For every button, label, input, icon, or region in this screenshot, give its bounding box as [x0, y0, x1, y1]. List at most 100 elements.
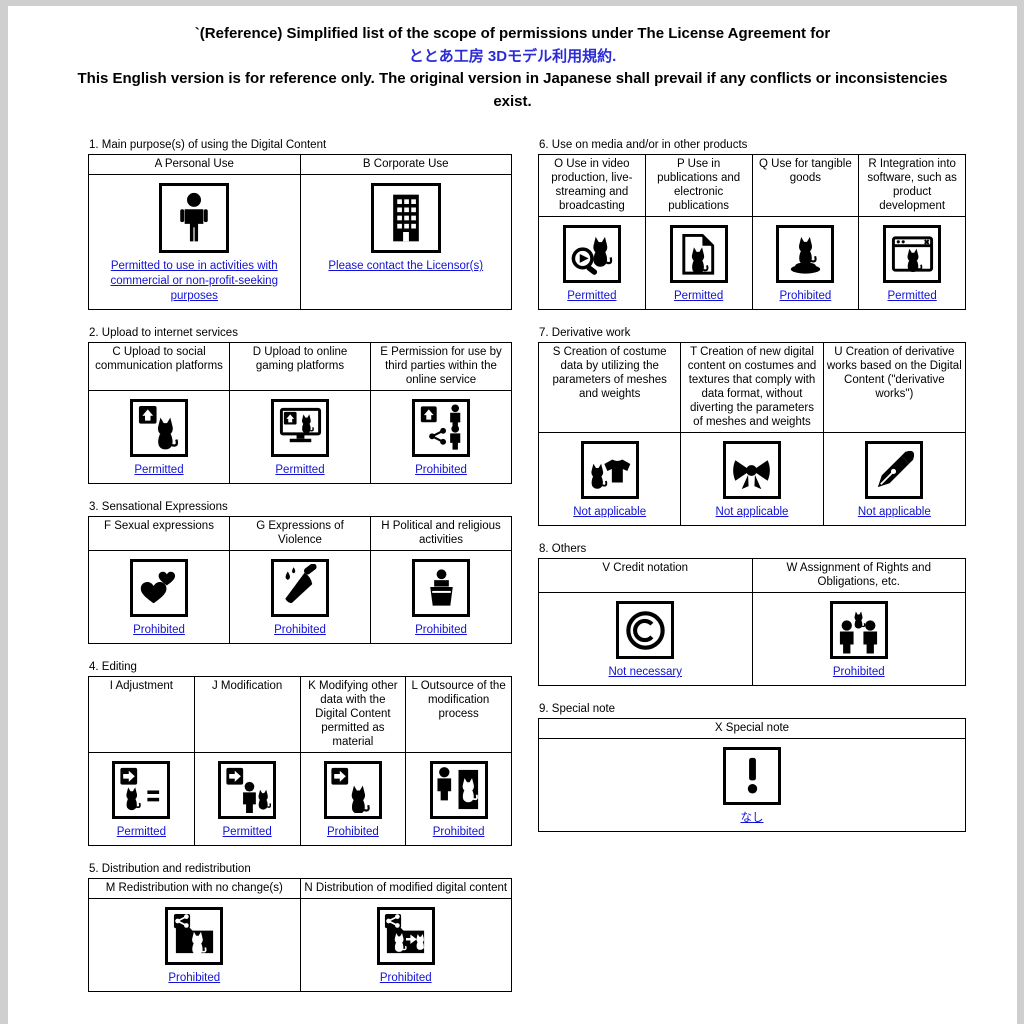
- status-link[interactable]: なし: [740, 812, 764, 825]
- section-title: 2. Upload to internet services: [89, 326, 238, 339]
- permissions-table: V Credit notation W Assignment of Rights…: [538, 558, 966, 686]
- column-header: P Use in publications and electronic pub…: [644, 153, 753, 218]
- status-link[interactable]: Not applicable: [715, 506, 789, 519]
- column-header: A Personal Use: [88, 153, 301, 176]
- column-header: Q Use for tangible goods: [751, 153, 860, 218]
- table-cell: Permitted: [88, 389, 230, 484]
- software-icon: [883, 225, 942, 284]
- column-header: K Modifying other data with the Digital …: [299, 675, 407, 753]
- status-link[interactable]: Prohibited: [133, 623, 185, 636]
- table-cell: Not applicable: [822, 432, 967, 527]
- column-header: X Special note: [538, 717, 966, 740]
- section-title: 7. Derivative work: [539, 327, 631, 339]
- upload-gaming-icon: [271, 398, 329, 457]
- permissions-table: A Personal Use B Corporate Use Permitted…: [88, 153, 512, 310]
- status-link[interactable]: Prohibited: [274, 623, 326, 636]
- document-page: `(Reference) Simplified list of the scop…: [8, 6, 1017, 1024]
- section-main-purpose: 1. Main purpose(s) of using the Digital …: [88, 139, 512, 310]
- tangible-goods-icon: [776, 225, 835, 284]
- content-columns: 1. Main purpose(s) of using the Digital …: [8, 139, 1017, 1009]
- permissions-table: O Use in video production, live-streamin…: [538, 153, 966, 310]
- table-cell: Please contact the Licensor(s): [299, 174, 512, 310]
- rights-assignment-icon: [829, 601, 888, 660]
- column-header: J Modification: [193, 675, 301, 753]
- status-link[interactable]: Prohibited: [415, 623, 467, 636]
- status-link[interactable]: Permitted: [116, 825, 166, 838]
- status-link[interactable]: Prohibited: [432, 825, 485, 838]
- status-link[interactable]: Permitted to use in activities with comm…: [110, 260, 278, 302]
- title-license-link[interactable]: ととあ工房 3Dモデル利用規約.: [408, 47, 617, 65]
- document-title: `(Reference) Simplified list of the scop…: [63, 23, 963, 113]
- column-header: C Upload to social communication platfor…: [88, 341, 230, 391]
- costume-params-icon: [580, 441, 639, 500]
- left-column: 1. Main purpose(s) of using the Digital …: [88, 139, 512, 1009]
- upload-social-icon: [130, 398, 188, 457]
- permissions-table: M Redistribution with no change(s) N Dis…: [88, 877, 512, 992]
- table-cell: Not applicable: [537, 432, 682, 527]
- third-party-use-icon: [412, 398, 470, 457]
- column-header: E Permission for use by third parties wi…: [370, 341, 512, 391]
- column-header: H Political and religious activities: [370, 515, 512, 551]
- status-link[interactable]: Not necessary: [608, 666, 682, 679]
- table-cell: Not necessary: [538, 592, 753, 686]
- status-link[interactable]: Prohibited: [168, 971, 221, 984]
- status-link[interactable]: Not applicable: [857, 506, 931, 519]
- status-link[interactable]: Permitted: [887, 290, 937, 303]
- section-media-products: 6. Use on media and/or in other products…: [538, 139, 966, 310]
- modification-icon: [218, 760, 277, 819]
- title-line3: This English version is for reference on…: [77, 70, 948, 110]
- table-cell: Not applicable: [680, 432, 824, 527]
- person-icon: [159, 183, 230, 254]
- status-link[interactable]: Prohibited: [326, 825, 379, 838]
- status-link[interactable]: Permitted: [567, 290, 617, 303]
- section-title: 9. Special note: [539, 703, 616, 715]
- status-link[interactable]: Permitted: [222, 825, 272, 838]
- column-header: S Creation of costume data by utilizing …: [537, 341, 682, 434]
- hearts-icon: [130, 558, 188, 617]
- section-derivative-work: 7. Derivative work S Creation of costume…: [537, 327, 967, 527]
- section-distribution: 5. Distribution and redistribution M Red…: [88, 863, 512, 992]
- status-link[interactable]: Prohibited: [379, 971, 432, 984]
- status-link[interactable]: Permitted: [275, 463, 325, 476]
- status-link[interactable]: Not applicable: [573, 506, 647, 519]
- column-header: W Assignment of Rights and Obligations, …: [751, 558, 966, 594]
- section-others: 8. Others V Credit notation W Assignment…: [538, 543, 966, 686]
- table-cell: Permitted: [88, 751, 195, 846]
- right-column: 6. Use on media and/or in other products…: [537, 139, 967, 849]
- table-cell: Permitted: [229, 389, 371, 484]
- column-header: N Distribution of modified digital conte…: [299, 877, 512, 899]
- permissions-table: F Sexual expressions G Expressions of Vi…: [88, 515, 512, 644]
- table-cell: Prohibited: [299, 751, 407, 846]
- section-title: 6. Use on media and/or in other products: [539, 139, 748, 151]
- table-cell: Prohibited: [405, 751, 512, 846]
- knife-icon: [271, 558, 329, 617]
- modify-material-icon: [323, 760, 382, 819]
- title-line1: `(Reference) Simplified list of the scop…: [194, 25, 831, 42]
- table-cell: Prohibited: [370, 549, 512, 644]
- redistribution-icon: [165, 906, 224, 965]
- permissions-table: S Creation of costume data by utilizing …: [537, 341, 967, 527]
- status-link[interactable]: Permitted: [134, 463, 184, 476]
- column-header: O Use in video production, live-streamin…: [538, 153, 646, 218]
- table-cell: Prohibited: [299, 897, 512, 992]
- column-header: I Adjustment: [88, 675, 195, 753]
- building-icon: [370, 183, 441, 254]
- table-cell: Prohibited: [229, 549, 371, 644]
- table-cell: Prohibited: [751, 216, 860, 310]
- costume-new-icon: [722, 441, 781, 500]
- video-production-icon: [562, 225, 621, 284]
- section-title: 4. Editing: [89, 660, 137, 673]
- status-link[interactable]: Prohibited: [832, 666, 885, 679]
- derivative-pen-icon: [865, 441, 924, 500]
- table-cell: Prohibited: [88, 897, 301, 992]
- column-header: B Corporate Use: [299, 153, 512, 176]
- status-link[interactable]: Prohibited: [415, 463, 467, 476]
- status-link[interactable]: Please contact the Licensor(s): [328, 260, 484, 273]
- permissions-table: X Special note なし: [538, 717, 966, 832]
- column-header: F Sexual expressions: [88, 515, 230, 551]
- column-header: L Outsource of the modification process: [405, 675, 512, 753]
- status-link[interactable]: Prohibited: [779, 290, 832, 303]
- outsource-icon: [429, 760, 488, 819]
- status-link[interactable]: Permitted: [674, 290, 724, 303]
- section-title: 3. Sensational Expressions: [89, 500, 228, 513]
